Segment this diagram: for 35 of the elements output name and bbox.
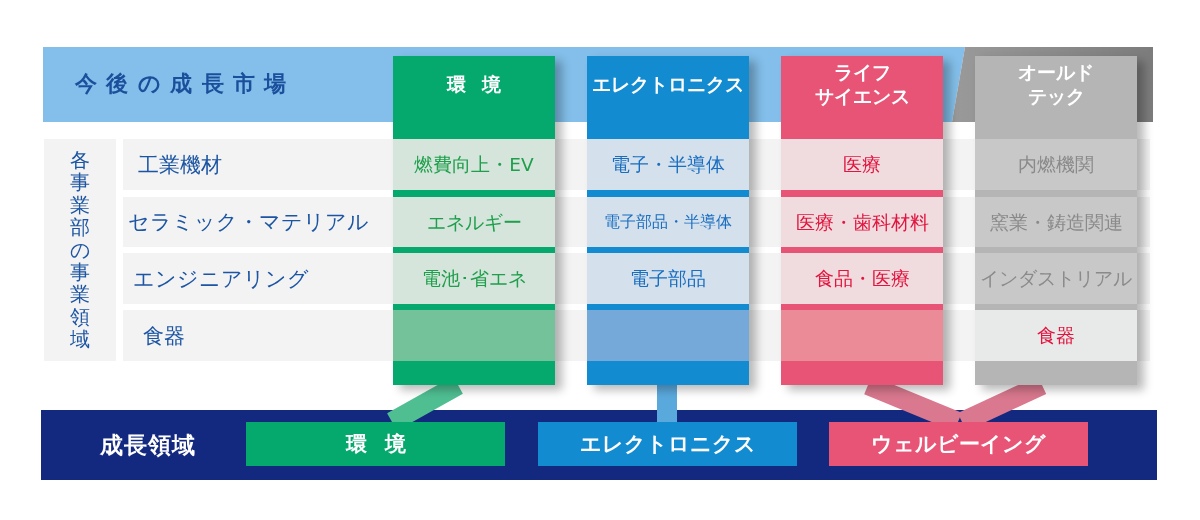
matrix-cell: 医療 (781, 139, 943, 190)
matrix-cell: 食品・医療 (781, 253, 943, 304)
growth-area-box: 環境 (246, 422, 505, 466)
matrix-cell: 燃費向上・EV (393, 139, 555, 190)
connector (957, 385, 1047, 422)
footer-band (41, 410, 1157, 480)
growth-area-box: ウェルビーイング (829, 422, 1088, 466)
column-heading: オールドテック (1017, 62, 1095, 106)
row-band: セラミック・マテリアル (123, 197, 393, 247)
connector (864, 385, 962, 422)
matrix-cell: 電子・半導体 (587, 139, 749, 190)
growth-area-box: エレクトロニクス (538, 422, 797, 466)
matrix-cell: 電子部品 (587, 253, 749, 304)
category-column (393, 56, 555, 385)
column-heading: エレクトロニクス (591, 72, 745, 97)
row-band: 工業機材 (123, 139, 393, 190)
category-column (975, 56, 1137, 385)
column-heading: 環境 (445, 72, 518, 97)
column-heading: ライフサイエンス (813, 62, 911, 106)
matrix-cell: 医療・歯科材料 (781, 197, 943, 247)
matrix-cell: 電池･省エネ (393, 253, 555, 304)
matrix-cell: 食器 (975, 310, 1137, 361)
band-title: 今後の成長市場 (75, 70, 296, 98)
row-band: エンジニアリング (123, 253, 393, 304)
matrix-cell: インダストリアル (975, 253, 1137, 304)
category-column (781, 56, 943, 385)
category-column (587, 56, 749, 385)
matrix-cell: エネルギー (393, 197, 555, 247)
side-label-panel: 各事業部の事業領域 (44, 139, 116, 361)
matrix-cell: 電子部品・半導体 (587, 197, 749, 247)
connector (657, 385, 677, 422)
row-band: 食器 (123, 310, 393, 361)
matrix-cell: 窯業・鋳造関連 (975, 197, 1137, 247)
band-title: 成長領域 (100, 431, 196, 459)
matrix-cell: 内燃機関 (975, 139, 1137, 190)
